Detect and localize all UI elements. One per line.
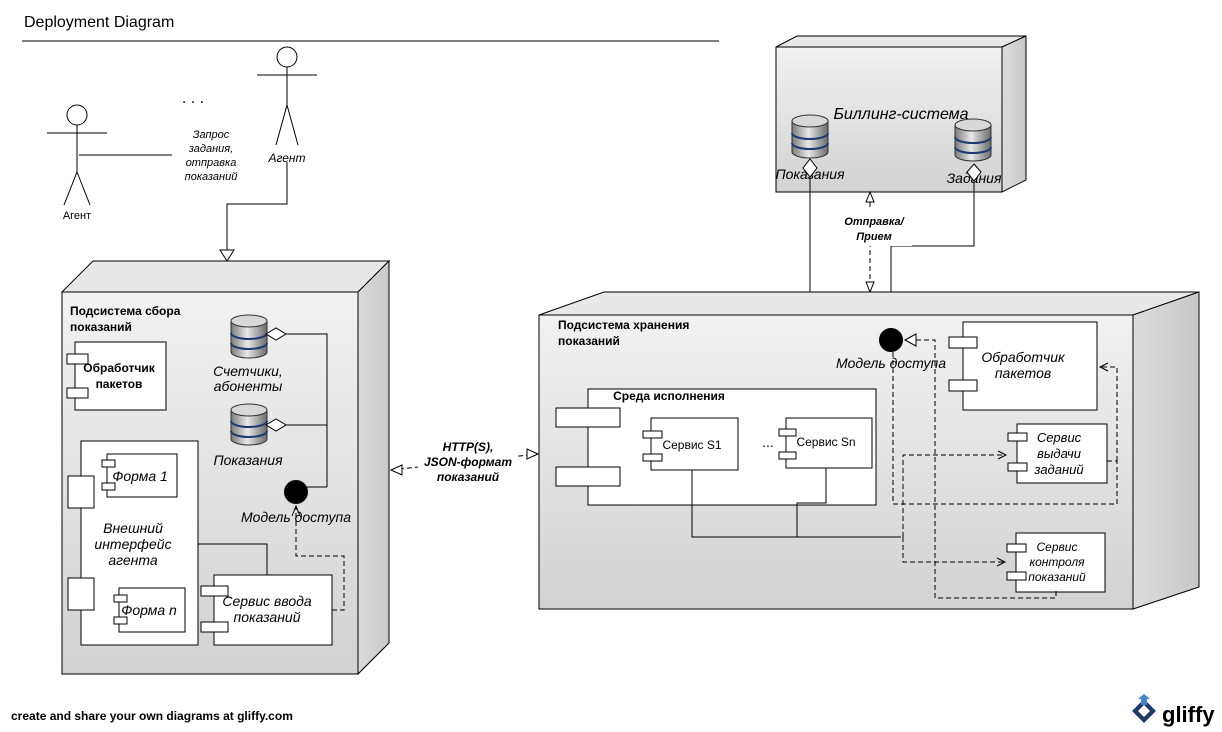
db-readings-icon: [230, 403, 268, 446]
actor-right-label: Агент: [267, 151, 305, 165]
storage-packet-handler-label-1: Обработчик: [981, 349, 1066, 365]
billing-tasks-link: [890, 181, 975, 328]
s1-link: [691, 470, 901, 538]
storage-packet-handler: [948, 321, 1098, 411]
collect-packet-handler-label-1: Обработчик: [83, 361, 155, 375]
gliffy-logo-text: gliffy: [1162, 702, 1215, 727]
billing-db-tasks-icon: [954, 118, 992, 162]
gliffy-logo-icon: [1132, 694, 1156, 723]
sn-link: [796, 468, 827, 537]
issue-to-access-dep: [892, 352, 1118, 505]
collect-packet-handler-label-2: пакетов: [96, 377, 143, 391]
issue-service-label-3: заданий: [1033, 462, 1083, 477]
service-to-access-dep: [295, 506, 345, 611]
service-s1-component: [642, 417, 739, 471]
svg-text:Запрос: Запрос: [193, 129, 230, 141]
service-sn-component: [778, 417, 873, 469]
collect-title-2: показаний: [70, 320, 132, 334]
packet-return-dep: [1100, 366, 1118, 461]
agent-interface-label-1: Внешний: [103, 520, 163, 536]
runtime-label: Среда исполнения: [613, 389, 725, 403]
dep-arrowhead-icon: [291, 504, 301, 517]
collect-access-model-icon: [284, 480, 308, 504]
db-meters-label-2: абоненты: [214, 378, 283, 394]
control-service-label-1: Сервис: [1037, 540, 1078, 554]
actor-left: [47, 104, 107, 206]
input-service-label-2: показаний: [234, 609, 301, 625]
send-receive-arrow-up-icon: [865, 190, 875, 203]
http-label-3: показаний: [437, 470, 500, 484]
form1-label: Форма 1: [112, 468, 168, 484]
issue-dep-arrowhead-icon: [997, 450, 1008, 460]
svg-text:отправка: отправка: [186, 157, 237, 169]
meters-link: [286, 333, 328, 487]
send-receive-arrow-down-icon: [865, 281, 875, 294]
db-meters-label-1: Счетчики,: [213, 363, 283, 379]
collect-arrowhead: [219, 249, 235, 262]
formn-component: [113, 587, 186, 633]
actors-ellipsis: . . .: [182, 90, 204, 107]
svg-text:задания,: задания,: [188, 143, 233, 155]
svg-text:показаний: показаний: [185, 171, 238, 183]
billing-title: Биллинг-система: [833, 106, 968, 123]
handler-dep: [916, 339, 1057, 599]
service-sn-label: Сервис Sn: [796, 435, 855, 449]
actor-right: [257, 46, 317, 146]
storage-packet-handler-label-2: пакетов: [995, 365, 1051, 381]
issue-service-component: [1007, 423, 1108, 484]
diagram-title: Deployment Diagram: [24, 14, 174, 31]
storage-title-1: Подсистема хранения: [558, 318, 689, 332]
billing-db-readings-icon: [791, 114, 829, 159]
storage-title-2: показаний: [558, 334, 620, 348]
control-dep: [902, 537, 1005, 563]
actor-left-label: Агент: [63, 210, 91, 222]
input-service-label-1: Сервис ввода: [222, 593, 311, 609]
interface-to-service-link: [198, 543, 268, 575]
http-label-1: HTTP(S),: [443, 440, 494, 454]
storage-access-model-icon: [879, 328, 903, 352]
control-service-label-3: показаний: [1028, 570, 1086, 584]
storage-access-model-label: Модель доступа: [836, 355, 946, 371]
control-dep-arrowhead-icon: [996, 557, 1007, 567]
packet-return-arrowhead-icon: [1098, 362, 1109, 372]
http-label-2: JSON-формат: [424, 455, 512, 469]
issue-service-label-1: Сервис: [1037, 430, 1082, 445]
footer-promo: create and share your own diagrams at gl…: [11, 709, 293, 723]
agent-interface-label-3: агента: [108, 552, 158, 568]
collect-packet-handler: [66, 341, 167, 411]
issue-service-label-2: выдачи: [1037, 446, 1081, 461]
send-receive-label-1: Отправка/: [844, 216, 905, 228]
issue-dep: [902, 454, 1006, 537]
services-ellipsis: ...: [762, 434, 774, 450]
agent-interface-label-2: интерфейс: [94, 536, 171, 552]
db-meters-icon: [230, 314, 268, 359]
control-service-component: [1006, 532, 1106, 593]
formn-label: Форма n: [121, 602, 177, 618]
collect-title-1: Подсистема сбора: [70, 304, 181, 318]
actors-to-collect-link: [226, 162, 288, 250]
db-readings-label: Показания: [213, 452, 283, 468]
service-s1-label: Сервис S1: [662, 438, 721, 452]
form1-component: [101, 453, 178, 498]
input-service-component: [200, 574, 333, 646]
http-arrow-left-icon: [389, 464, 403, 476]
send-receive-label-2: Прием: [856, 231, 892, 243]
control-service-label-2: контроля: [1029, 555, 1085, 569]
http-arrow-right-icon: [526, 448, 540, 460]
request-label: Запрос задания, отправка показаний: [185, 129, 238, 183]
